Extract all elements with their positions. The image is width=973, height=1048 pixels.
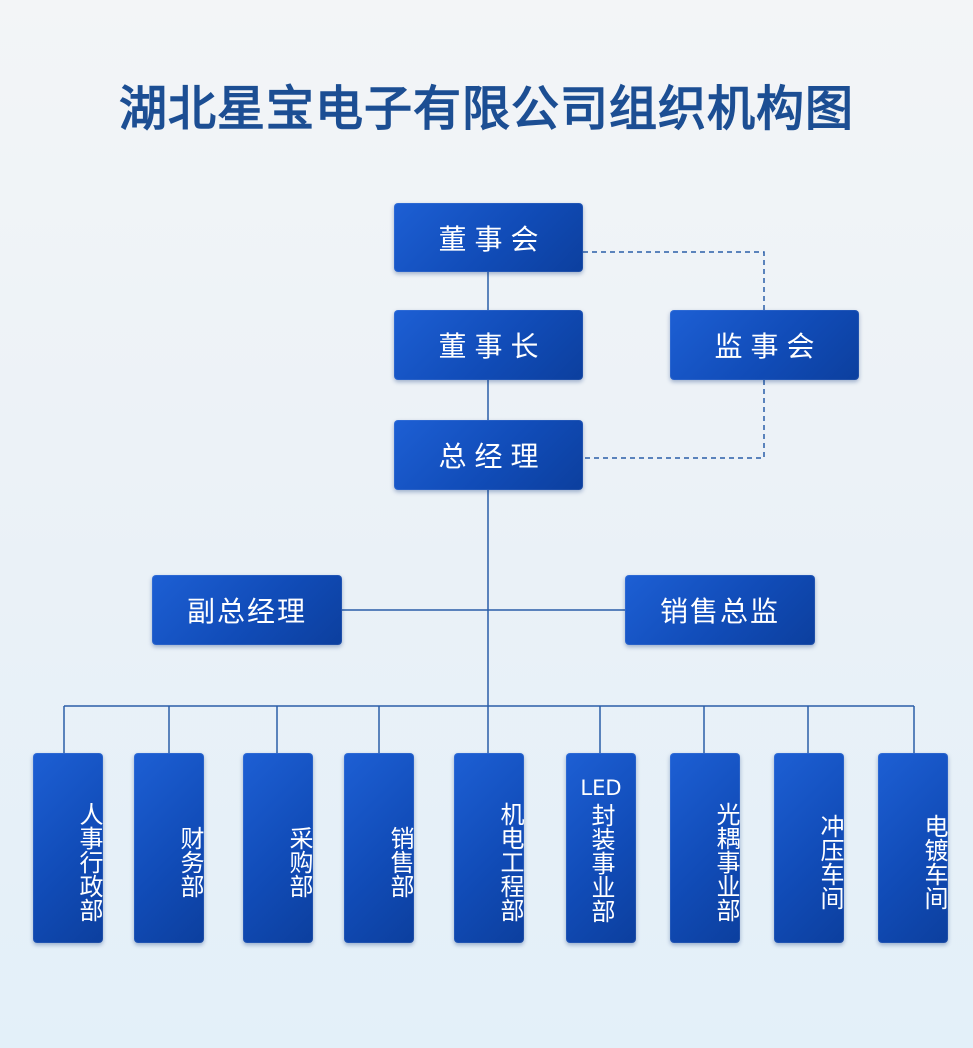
dept-led-label-rest: 封装事业部 <box>587 803 615 923</box>
dept-sales-box: 销售部 <box>344 753 414 943</box>
chairman-box: 董事长 <box>394 310 583 380</box>
supervisors-label: 监事会 <box>714 330 823 363</box>
sales-director-box: 销售总监 <box>625 575 815 645</box>
dept-led-label-top: LED <box>580 776 622 800</box>
dept-sales-label: 销售部 <box>386 826 414 898</box>
chart-title: 湖北星宝电子有限公司组织机构图 <box>118 81 854 137</box>
chairman-label: 董事长 <box>438 330 547 363</box>
dept-electromech-label: 机电工程部 <box>496 802 524 922</box>
gm-box: 总经理 <box>394 420 583 490</box>
sales-director-label: 销售总监 <box>659 595 780 628</box>
dept-stamping-label: 冲压车间 <box>816 814 844 910</box>
gm-label: 总经理 <box>438 440 547 473</box>
dept-finance-box: 财务部 <box>134 753 204 943</box>
supervisors-box: 监事会 <box>670 310 859 380</box>
dept-purchasing-box: 采购部 <box>243 753 313 943</box>
dept-stamping-box: 冲压车间 <box>774 753 844 943</box>
dashed-board-supervisors <box>583 251 765 310</box>
dept-plating-label: 电镀车间 <box>920 814 948 910</box>
dept-electromech-box: 机电工程部 <box>454 753 524 943</box>
dashed-supervisors-gm <box>583 380 765 459</box>
dept-finance-label: 财务部 <box>176 826 204 898</box>
deputy-gm-box: 副总经理 <box>152 575 342 645</box>
board-label: 董事会 <box>438 222 547 256</box>
dept-optocoupler-box: 光耦事业部 <box>670 753 740 943</box>
dept-hr-admin-box: 人事行政部 <box>33 753 103 943</box>
deputy-gm-label: 副总经理 <box>186 595 307 628</box>
dept-optocoupler-label: 光耦事业部 <box>712 802 740 922</box>
dept-plating-box: 电镀车间 <box>878 753 948 943</box>
dept-hr-admin-label: 人事行政部 <box>75 802 103 922</box>
board-box: 董事会 <box>394 203 583 272</box>
dept-purchasing-label: 采购部 <box>285 826 313 898</box>
dept-led-box: LED 封装事业部 <box>566 753 636 943</box>
